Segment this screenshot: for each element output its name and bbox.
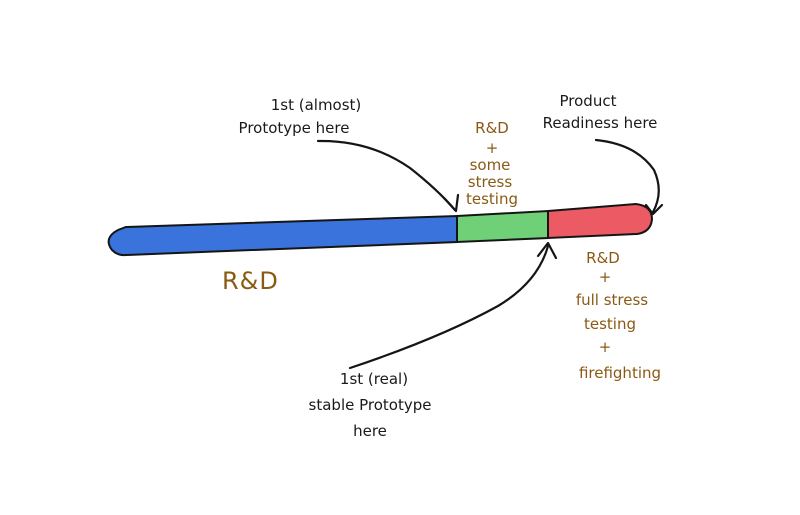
readiness-line-1: Product (560, 92, 617, 110)
some-stress-segment (456, 209, 549, 244)
real-prototype-arrow (348, 244, 550, 370)
some-stress-line-1: R&D (475, 119, 509, 137)
full-stress-line-6: firefighting (579, 364, 661, 382)
readiness-annotation: Product Readiness here (543, 92, 658, 132)
real-prototype-annotation: 1st (real) stable Prototype here (309, 370, 432, 440)
full-stress-line-3: full stress (576, 291, 648, 309)
timeline-bar (107, 202, 654, 257)
some-stress-line-2: + (486, 139, 499, 157)
almost-prototype-line-2: Prototype here (239, 119, 350, 137)
real-prototype-line-2: stable Prototype (309, 396, 432, 414)
some-stress-label: R&D + some stress testing (466, 119, 518, 208)
real-prototype-arrowhead (536, 241, 558, 260)
some-stress-line-3: some (470, 156, 511, 174)
some-stress-line-5: testing (466, 190, 518, 208)
rnd-label: R&D (222, 267, 279, 295)
readiness-arrowhead (644, 203, 664, 216)
full-stress-line-4: testing (584, 315, 636, 333)
almost-prototype-arrowhead (442, 193, 460, 213)
arrows (316, 138, 664, 370)
full-stress-line-5: + (599, 338, 612, 356)
some-stress-line-4: stress (468, 173, 513, 191)
readiness-arrow (594, 138, 660, 214)
full-stress-segment (547, 202, 654, 240)
almost-prototype-line-1: 1st (almost) (271, 96, 362, 114)
real-prototype-line-3: here (353, 422, 387, 440)
almost-prototype-arrow (316, 139, 457, 212)
full-stress-line-2: + (599, 268, 612, 286)
almost-prototype-annotation: 1st (almost) Prototype here (239, 96, 362, 137)
full-stress-line-1: R&D (586, 249, 620, 267)
readiness-line-2: Readiness here (543, 114, 658, 132)
real-prototype-line-1: 1st (real) (340, 370, 408, 388)
full-stress-label: R&D + full stress testing + firefighting (576, 249, 661, 382)
rnd-segment (107, 214, 458, 257)
